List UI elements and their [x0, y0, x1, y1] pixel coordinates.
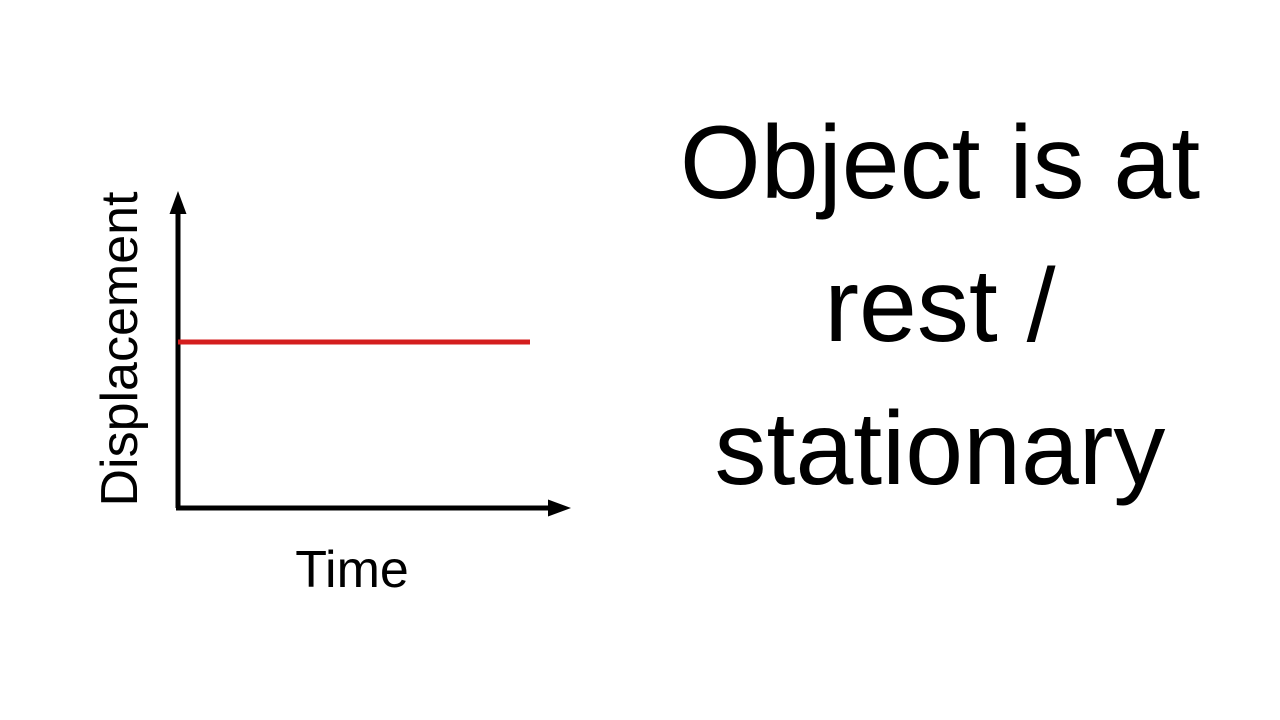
y-axis-arrowhead-icon — [169, 191, 187, 214]
x-axis-arrowhead-icon — [548, 499, 571, 517]
y-axis — [169, 191, 187, 508]
caption-block: Object is at rest / stationary — [640, 92, 1240, 521]
graph-svg — [169, 191, 571, 517]
caption-line-3: stationary — [714, 391, 1166, 507]
caption-line-2: rest / — [824, 248, 1056, 364]
displacement-time-graph: Displacement Time — [91, 191, 571, 599]
x-axis-label: Time — [295, 541, 409, 599]
caption-line-1: Object is at — [679, 105, 1201, 221]
x-axis — [176, 499, 571, 517]
y-axis-label: Displacement — [91, 191, 149, 507]
